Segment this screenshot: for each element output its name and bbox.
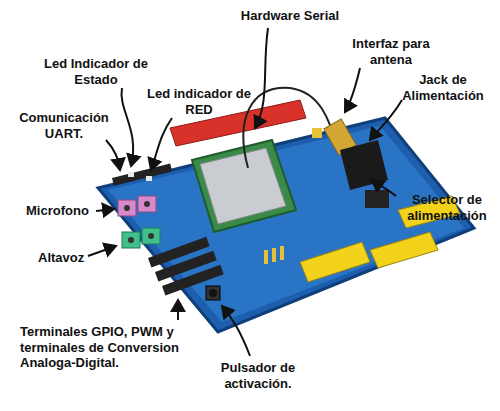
mic-label: Microfono	[26, 203, 106, 219]
regulator	[365, 190, 389, 208]
serial-label: Hardware Serial	[215, 8, 365, 24]
status-led	[128, 172, 134, 177]
leader-arrows	[88, 28, 402, 356]
net-led-label: Led indicador de RED	[140, 86, 258, 117]
speaker-label: Altavoz	[38, 250, 98, 266]
gpio-label: Terminales GPIO, PWM y terminales de Con…	[20, 324, 220, 371]
pcb-board	[98, 118, 474, 332]
power-jack	[340, 140, 388, 190]
net-led	[146, 176, 152, 181]
antenna-label: Interfaz para antena	[335, 36, 447, 67]
module-shield	[200, 148, 286, 224]
uart-label: Comunicación UART.	[12, 110, 116, 141]
button-label: Pulsador de activación.	[206, 360, 310, 391]
switch	[312, 128, 322, 138]
audio-jacks	[118, 196, 160, 248]
power-selector	[264, 246, 284, 264]
status-led-label: Led Indicador de Estado	[30, 56, 162, 87]
power-jack-label: Jack de Alimentación	[390, 72, 496, 103]
pcb-surface	[108, 126, 464, 322]
power-button	[206, 286, 220, 300]
selector-label: Selector de alimentación	[397, 192, 497, 223]
antenna-cable	[243, 88, 338, 168]
